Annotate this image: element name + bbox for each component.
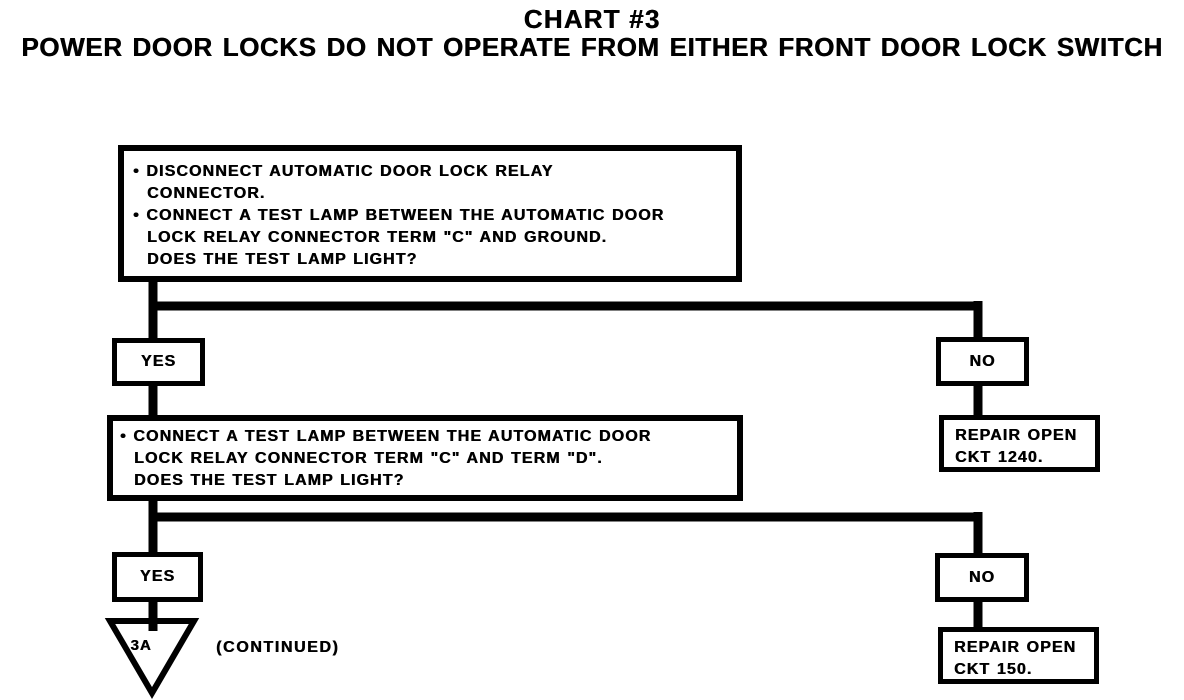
step1-line: • CONNECT A TEST LAMP BETWEEN THE AUTOMA…	[133, 207, 665, 224]
repair-150-line: CKT 150.	[954, 661, 1033, 678]
repair-1240-line: REPAIR OPEN	[955, 427, 1078, 444]
step2-line: LOCK RELAY CONNECTOR TERM "C" AND TERM "…	[134, 450, 603, 467]
yes2-label: YES	[139, 568, 176, 585]
step1-instruction-box: • DISCONNECT AUTOMATIC DOOR LOCK RELAY C…	[118, 145, 742, 282]
step2-line: • CONNECT A TEST LAMP BETWEEN THE AUTOMA…	[120, 428, 652, 445]
no2-box: NO	[935, 553, 1029, 602]
offpage-connector-3a-triangle	[104, 618, 200, 699]
no2-label: NO	[968, 568, 996, 586]
continuation-note: (CONTINUED)	[216, 639, 340, 656]
step1-line: LOCK RELAY CONNECTOR TERM "C" AND GROUND…	[147, 229, 608, 246]
repair-open-ckt-150-box: REPAIR OPEN CKT 150.	[938, 627, 1099, 684]
no1-box: NO	[936, 337, 1029, 386]
step2-instruction-box: • CONNECT A TEST LAMP BETWEEN THE AUTOMA…	[107, 415, 743, 501]
yes2-box: YES	[112, 552, 203, 602]
step1-line: CONNECTOR.	[147, 185, 266, 202]
yes1-box: YES	[112, 338, 205, 386]
step2-line: DOES THE TEST LAMP LIGHT?	[134, 472, 405, 489]
repair-1240-line: CKT 1240.	[955, 449, 1044, 466]
repair-150-line: REPAIR OPEN	[954, 639, 1077, 656]
yes1-label: YES	[140, 353, 177, 370]
no1-label: NO	[969, 352, 996, 370]
repair-open-ckt-1240-box: REPAIR OPEN CKT 1240.	[939, 415, 1100, 472]
chart-subtitle: POWER DOOR LOCKS DO NOT OPERATE FROM EIT…	[21, 32, 1163, 62]
step1-line: • DISCONNECT AUTOMATIC DOOR LOCK RELAY	[133, 163, 554, 180]
continuation-label-3a: 3A	[130, 637, 152, 654]
chart-title: CHART #3	[523, 4, 661, 34]
step1-line: DOES THE TEST LAMP LIGHT?	[147, 251, 418, 268]
